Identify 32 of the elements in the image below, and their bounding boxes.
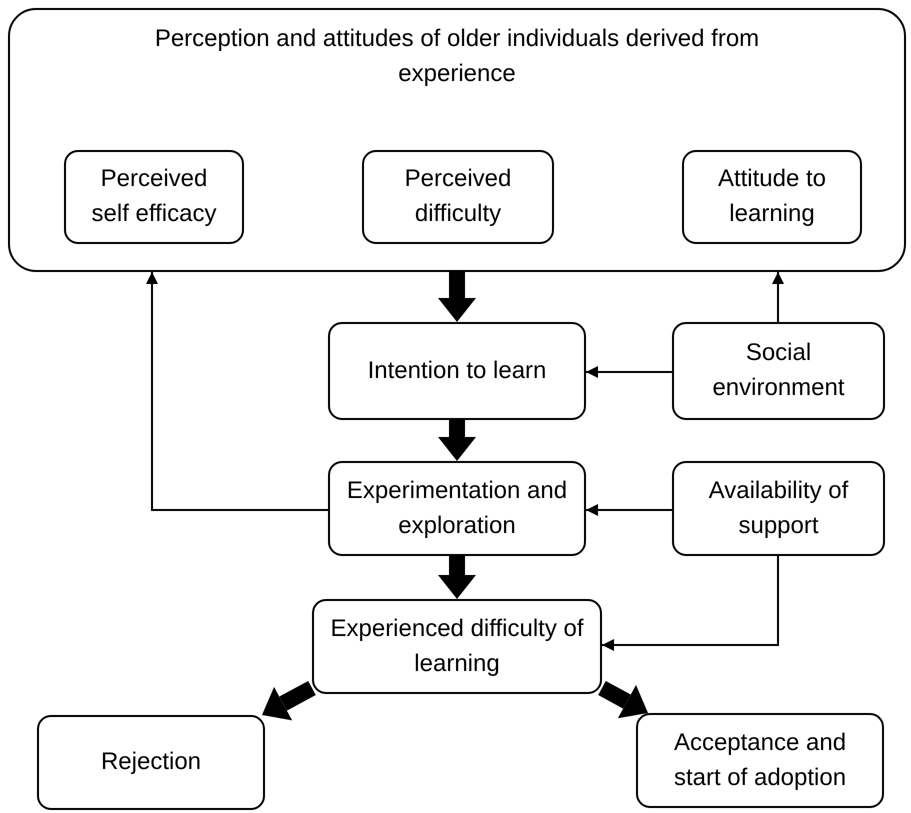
node-label: Availability of support xyxy=(708,476,850,540)
process-box xyxy=(672,461,885,556)
arrow xyxy=(586,504,672,516)
block-arrow xyxy=(438,272,476,322)
arrow xyxy=(772,272,784,322)
node-label: Perceived difficulty xyxy=(404,164,512,229)
block-arrow xyxy=(438,556,476,599)
block-arrow xyxy=(598,680,648,718)
node-label: Perception and attitudes of older individuals derived from experience xyxy=(154,24,760,89)
block-arrow xyxy=(262,680,316,720)
node-label: Experienced difficulty of learning xyxy=(329,614,585,678)
block-arrow xyxy=(438,420,476,461)
group-box xyxy=(8,8,906,272)
node-label: Acceptance and start of adoption xyxy=(672,728,848,792)
process-box xyxy=(362,150,554,244)
process-box xyxy=(636,713,884,808)
node-label: Perceived self efficacy xyxy=(90,164,218,229)
node-label: Experimentation and exploration xyxy=(346,476,568,540)
arrow xyxy=(146,272,328,511)
node-label: Intention to learn xyxy=(366,356,548,386)
node-label: Rejection xyxy=(100,747,202,778)
process-box xyxy=(64,150,244,244)
node-label: Social environment xyxy=(711,338,846,403)
process-box xyxy=(37,715,265,810)
process-box xyxy=(328,322,586,420)
process-box xyxy=(312,599,602,694)
process-box xyxy=(672,322,885,420)
arrow xyxy=(586,366,672,378)
arrow xyxy=(602,556,779,651)
process-box xyxy=(682,150,862,244)
node-label: Attitude to learning xyxy=(716,164,828,229)
process-box xyxy=(328,461,586,556)
